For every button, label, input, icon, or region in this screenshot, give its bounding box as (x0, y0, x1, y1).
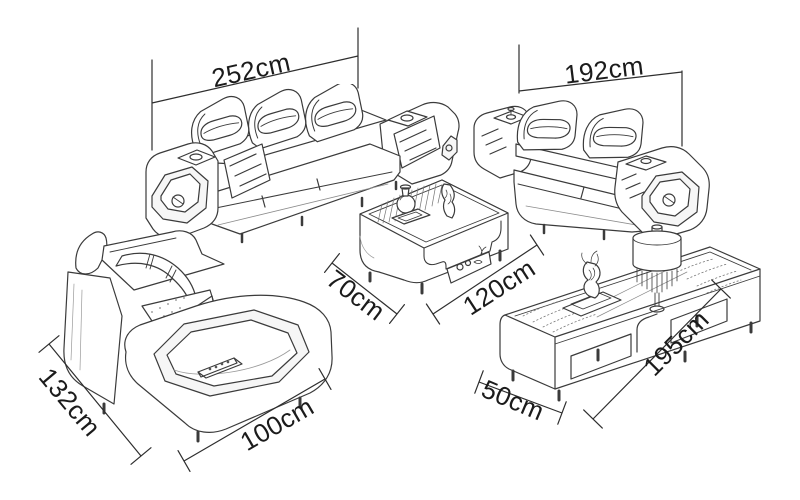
table-decor-vase (396, 184, 416, 214)
three-seat-sofa-figure (138, 84, 460, 248)
tvstand-feet (511, 321, 753, 402)
table-feet (368, 249, 502, 295)
tvstand-drawer-right (670, 298, 728, 344)
sofa3-left-armrest (145, 142, 219, 239)
dim-lines-tvstand-depth (474, 370, 567, 425)
sofa2-right-armrest (614, 146, 710, 239)
sofa2-left-armrest (473, 105, 532, 179)
tvstand-body (499, 246, 761, 390)
tvstand-front (554, 275, 761, 380)
coffee-table-figure (348, 166, 528, 306)
armchair-remote-control (197, 357, 243, 379)
table-decor-tray (391, 208, 431, 225)
table-glass-top (359, 179, 509, 249)
tv-stand-figure (445, 224, 765, 424)
tv-stand-drawing (499, 224, 761, 402)
dim-lines-armchair-width (177, 368, 332, 472)
dim-lines-armchair-depth (38, 335, 152, 465)
two-seat-sofa-figure (470, 84, 770, 242)
dim-lines-sofa3-width (151, 27, 359, 151)
dim-lines-sofa2-width (518, 44, 683, 147)
armchair-figure (38, 220, 338, 450)
sofa3-slat-panel (223, 143, 271, 199)
three-seat-sofa-drawing (145, 84, 460, 244)
dim-lines-table-width (425, 234, 545, 325)
coffee-table-drawing (359, 179, 509, 295)
armchair-armrest (124, 294, 333, 433)
tvstand-lamp (632, 224, 682, 313)
table-decor-sculpture (441, 183, 456, 219)
table-front-wave (423, 220, 502, 284)
tvstand-sculpture (562, 250, 622, 317)
armchair-back-panel (63, 271, 123, 405)
two-seat-sofa-drawing (473, 94, 710, 241)
dim-lines-table-depth (324, 253, 405, 324)
tvstand-drawer-left (570, 333, 632, 380)
dim-lines-tvstand-width (583, 279, 731, 429)
armchair-drawing (63, 230, 333, 443)
